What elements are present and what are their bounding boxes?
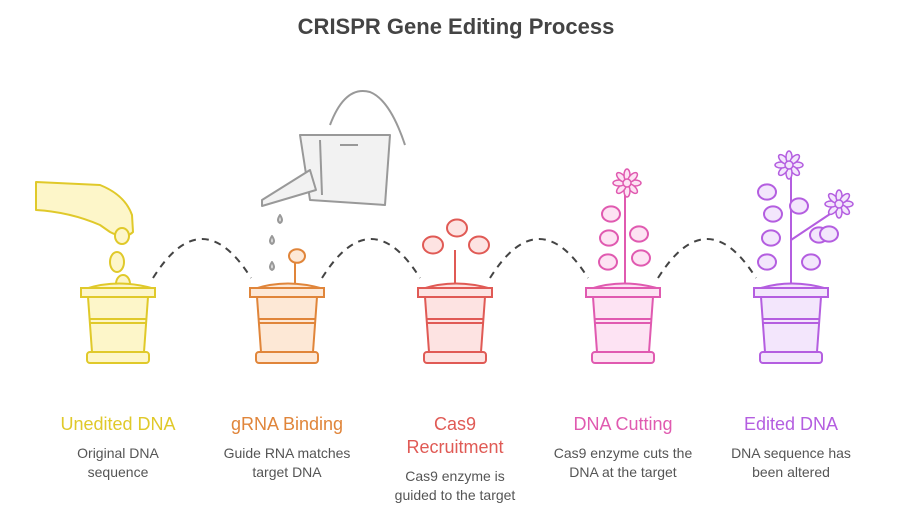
- dashed-connector: [657, 238, 757, 279]
- seedling-pot-icon: [417, 218, 493, 364]
- step-description: Cas9 enzyme cuts the DNA at the target: [553, 445, 693, 480]
- step-label: Edited DNA: [743, 414, 839, 434]
- step-description: Guide RNA matches target DNA: [223, 445, 351, 480]
- step-label: DNA Cutting: [573, 414, 673, 434]
- step-label: Unedited DNA: [60, 414, 176, 434]
- full-bloom-plant-pot-icon: [753, 150, 854, 364]
- page-title: CRISPR Gene Editing Process: [297, 14, 615, 39]
- step-1: Unedited DNA Original DNA sequence: [33, 413, 203, 482]
- step-description: Cas9 enzyme is guided to the target: [394, 468, 516, 503]
- step-label: Cas9 Recruitment: [406, 414, 504, 457]
- dashed-connector: [489, 238, 589, 279]
- dashed-connector: [152, 238, 252, 279]
- step-5: Edited DNA DNA sequence has been altered: [706, 413, 876, 482]
- sprout-pot-watered-icon: [249, 248, 325, 364]
- hand-dropping-seeds-pot-icon: [80, 274, 156, 364]
- step-description: DNA sequence has been altered: [731, 445, 851, 480]
- watering-can-icon: [261, 89, 406, 271]
- dashed-connector: [321, 238, 421, 279]
- step-label: gRNA Binding: [230, 414, 344, 434]
- step-description: Original DNA sequence: [77, 445, 159, 480]
- hand-icon: [35, 181, 134, 273]
- flowering-plant-pot-icon: [585, 168, 661, 364]
